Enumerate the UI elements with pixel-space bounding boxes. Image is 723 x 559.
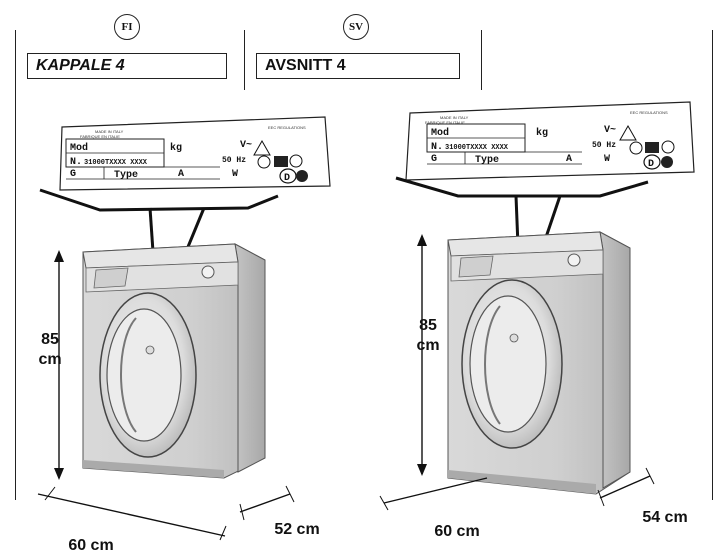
right-column-divider-line (481, 30, 483, 90)
plate-small-print: EEC REGULATIONS (630, 110, 668, 115)
warning-triangle-icon (253, 139, 271, 156)
plate-small-print: MADE IN ITALY (440, 115, 469, 120)
plate-frequency-label: 50 Hz (222, 156, 246, 165)
cert-mark-icon (645, 142, 659, 153)
plate-watt-label: W (232, 169, 238, 180)
cert-mark-icon (661, 140, 675, 154)
plate-voltage-label: V~ (604, 125, 616, 136)
plate-amp-label: A (178, 169, 184, 180)
plate-country-code: D (284, 173, 290, 184)
plate-country-code: D (648, 159, 654, 170)
plate-small-print: EEC REGULATIONS (268, 125, 306, 130)
depth-value-sv: 54 cm (642, 509, 688, 526)
plate-frequency-label: 50 Hz (592, 141, 616, 150)
width-value-sv: 60 cm (434, 523, 480, 540)
washer-illustration-fi: MADE IN ITALY FABRIQUE EN ITALIE EEC REG… (37, 116, 331, 541)
disposal-mark-icon (296, 170, 308, 182)
plate-type-label: Type (475, 155, 499, 166)
disposal-mark-icon (661, 156, 673, 168)
language-badge-fi: FI (114, 14, 140, 40)
depth-value-fi: 52 cm (274, 521, 320, 538)
plate-kg-label: kg (536, 127, 548, 139)
plate-serial-label: N. (431, 142, 443, 153)
plate-small-print: MADE IN ITALY (95, 129, 124, 134)
depth-label-fi: 52 cm (262, 520, 332, 540)
column-divider-line (244, 30, 246, 90)
left-border-line (15, 30, 17, 500)
country-mark-icon (643, 154, 661, 170)
depth-label-sv: 54 cm (630, 508, 700, 528)
plate-amp-label: A (566, 154, 572, 165)
section-heading-sv-text: AVSNITT 4 (265, 57, 346, 74)
plate-voltage-label: V~ (240, 140, 252, 151)
plate-small-print: FABRIQUE EN ITALIE (80, 134, 120, 139)
section-heading-sv: AVSNITT 4 (256, 53, 460, 79)
section-heading-fi-text: KAPPALE 4 (36, 57, 125, 74)
rating-plate-fi: MADE IN ITALY FABRIQUE EN ITALIE EEC REG… (59, 116, 331, 191)
cert-mark-icon (274, 156, 288, 167)
language-code-fi: FI (121, 21, 133, 33)
rating-plate-sv: MADE IN ITALY FABRIQUE EN ITALIE EEC REG… (405, 101, 695, 181)
plate-type-label: Type (114, 170, 138, 181)
plate-mod-label: Mod (70, 142, 88, 154)
cert-mark-icon (629, 141, 643, 155)
plate-watt-label: W (604, 154, 610, 165)
language-badge-sv: SV (343, 14, 369, 40)
width-label-fi: 60 cm (56, 536, 126, 556)
plate-serial-label: N. (70, 157, 82, 168)
plate-serial-value: 31000TXXXX XXXX (445, 144, 509, 152)
warning-triangle-icon (619, 124, 637, 141)
plate-kg-label: kg (170, 142, 182, 154)
plate-serial-value: 31000TXXXX XXXX (84, 159, 148, 167)
height-value-fi: 85 (41, 331, 59, 348)
right-border-line (712, 30, 714, 500)
width-label-sv: 60 cm (422, 522, 492, 542)
washer-illustration-sv: MADE IN ITALY FABRIQUE EN ITALIE EEC REG… (379, 101, 695, 511)
height-value-sv: 85 (419, 317, 437, 334)
section-heading-fi: KAPPALE 4 (27, 53, 227, 79)
plate-g-label: G (70, 169, 76, 180)
plate-g-label: G (431, 154, 437, 165)
height-unit-sv: cm (416, 337, 440, 354)
height-label-sv: 85 cm (408, 316, 448, 356)
height-unit-fi: cm (38, 351, 62, 368)
plate-mod-label: Mod (431, 127, 449, 139)
height-label-fi: 85 cm (30, 330, 70, 370)
width-value-fi: 60 cm (68, 537, 114, 554)
cert-mark-icon (289, 154, 303, 168)
language-code-sv: SV (348, 21, 364, 33)
cert-mark-icon (257, 155, 271, 169)
plate-small-print: FABRIQUE EN ITALIE (425, 120, 465, 125)
